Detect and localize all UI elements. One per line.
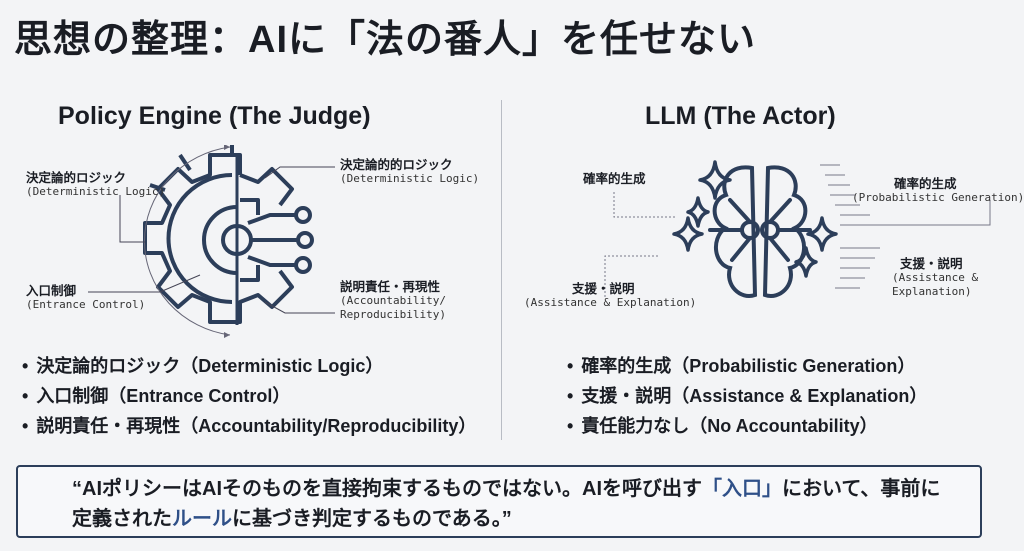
llm-heading: LLM (The Actor) [645,102,836,130]
gear-circuit-icon [143,145,314,338]
summary-quote-box: “AIポリシーはAIそのものを直接拘束するものではない。AIを呼び出す「入口」に… [16,465,982,538]
brain-sparkle-icon [672,160,838,298]
bullet-item: 入口制御（Entrance Control） [22,381,476,411]
bullet-item: 確率的生成（Probabilistic Generation） [567,351,927,381]
llm-bullets: 確率的生成（Probabilistic Generation） 支援・説明（As… [567,351,927,441]
quote-highlight-entrance: 「入口」 [702,478,782,500]
label-probabilistic-left: 確率的生成 [583,172,646,186]
quote-highlight-rule: ルール [172,508,232,530]
section-divider [501,100,502,440]
policy-engine-heading: Policy Engine (The Judge) [58,102,371,130]
label-accountability: 説明責任・再現性(Accountability/Reproducibility) [340,280,446,321]
quote-text: “AIポリシーはAIそのものを直接拘束するものではない。AIを呼び出す [72,478,702,500]
label-deterministic-logic-right: 決定論的的ロジック(Deterministic Logic) [340,158,480,185]
label-assistance-right: 支援・説明(Assistance &Explanation) [892,257,979,298]
policy-engine-bullets: 決定論的ロジック（Deterministic Logic） 入口制御（Entra… [22,351,476,441]
gear-leader-lines [88,166,335,314]
label-deterministic-logic-left: 決定論的ロジック(Deterministic Logic) [26,171,166,198]
label-probabilistic-right: 確率的生成(Probabilistic Generation) [852,177,1024,204]
bullet-item: 決定論的ロジック（Deterministic Logic） [22,351,476,381]
quote-text: において、事前に定義された [72,478,941,530]
bullet-item: 支援・説明（Assistance & Explanation） [567,381,927,411]
bullet-item: 説明責任・再現性（Accountability/Reproducibility） [22,411,476,441]
bullet-item: 責任能力なし（No Accountability） [567,411,927,441]
brain-flow-arrows [604,164,991,297]
label-entrance-control: 入口制御(Entrance Control) [26,284,146,311]
quote-text: に基づき判定するものである。” [232,508,512,530]
label-assistance-left: 支援・説明(Assistance & Explanation) [524,282,697,309]
slide-title: 思想の整理：AIに「法の番人」を任せない [14,19,757,61]
